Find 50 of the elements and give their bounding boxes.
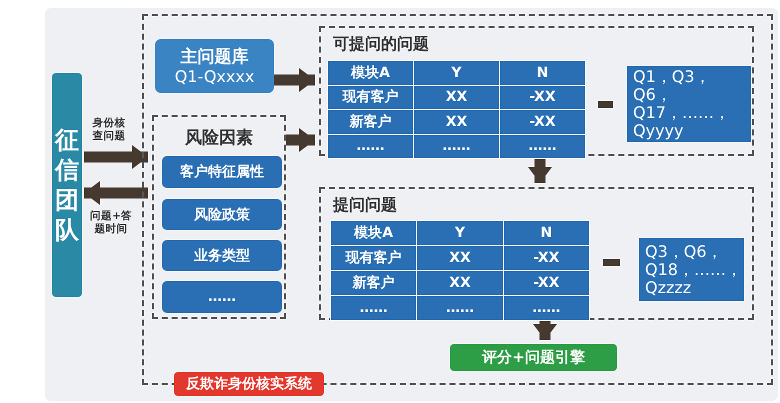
table-cell: XX: [416, 246, 504, 270]
block-arrow: [533, 320, 557, 340]
table-cell: 新客户: [330, 270, 417, 296]
table-cell: N: [503, 220, 590, 246]
factor-box: ……: [162, 281, 282, 313]
table-cell: XX: [416, 270, 504, 296]
box-subtitle: Q1-Qxxxx: [174, 66, 254, 86]
panel-frame: [319, 187, 754, 320]
block-arrow: [84, 145, 148, 169]
question-list-box: Q3，Q6，Q18，……，Qzzzz: [639, 238, 744, 301]
group-title: 风险因素: [184, 127, 254, 149]
table-cell: 新客户: [328, 110, 414, 134]
factor-box: 风险政策: [162, 199, 282, 230]
table-cell: ……: [328, 134, 414, 158]
table-cell: Y: [416, 220, 504, 246]
group-title: 可提问的问题: [333, 34, 429, 55]
table-cell: N: [500, 60, 586, 85]
table-cell: XX: [414, 110, 500, 134]
group-title: 提问问题: [333, 195, 397, 216]
table-cell: XX: [414, 85, 500, 110]
factor-box: 业务类型: [162, 240, 282, 271]
panel-frame: [319, 26, 754, 156]
table-cell: ……: [503, 296, 590, 320]
team-box: 征信团队: [52, 73, 82, 297]
table-cell: -XX: [500, 85, 586, 110]
table-cell: 现有客户: [330, 246, 417, 270]
table-cell: -XX: [503, 246, 590, 270]
table-cell: 模块A: [330, 220, 417, 246]
table-cell: ……: [330, 296, 417, 320]
edge-label: 问题+答题时间: [89, 210, 133, 236]
question-bank-box: [155, 39, 274, 93]
block-arrow: [286, 128, 315, 152]
table-cell: Y: [414, 60, 500, 85]
table-cell: ……: [414, 134, 500, 158]
system-label: 反欺诈身份核实系统: [174, 372, 324, 396]
block-arrow: [84, 181, 148, 205]
table-cell: -XX: [500, 110, 586, 134]
block-arrow: [528, 156, 552, 183]
edge-label: 身份核查问题: [92, 117, 126, 143]
table-cell: ……: [500, 134, 586, 158]
factor-box: 客户特征属性: [162, 156, 282, 188]
question-list-box: Q1，Q3，Q6，Q17，……，Qyyyy: [627, 66, 751, 142]
group-frame: [152, 115, 286, 319]
table-cell: 现有客户: [328, 85, 414, 110]
table-cell: 模块A: [328, 60, 414, 85]
table-cell: -XX: [503, 270, 590, 296]
block-arrow: [274, 68, 315, 92]
engine-box: 评分+问题引擎: [450, 344, 617, 371]
box-title: 主问题库: [180, 46, 248, 66]
table-cell: ……: [416, 296, 504, 320]
